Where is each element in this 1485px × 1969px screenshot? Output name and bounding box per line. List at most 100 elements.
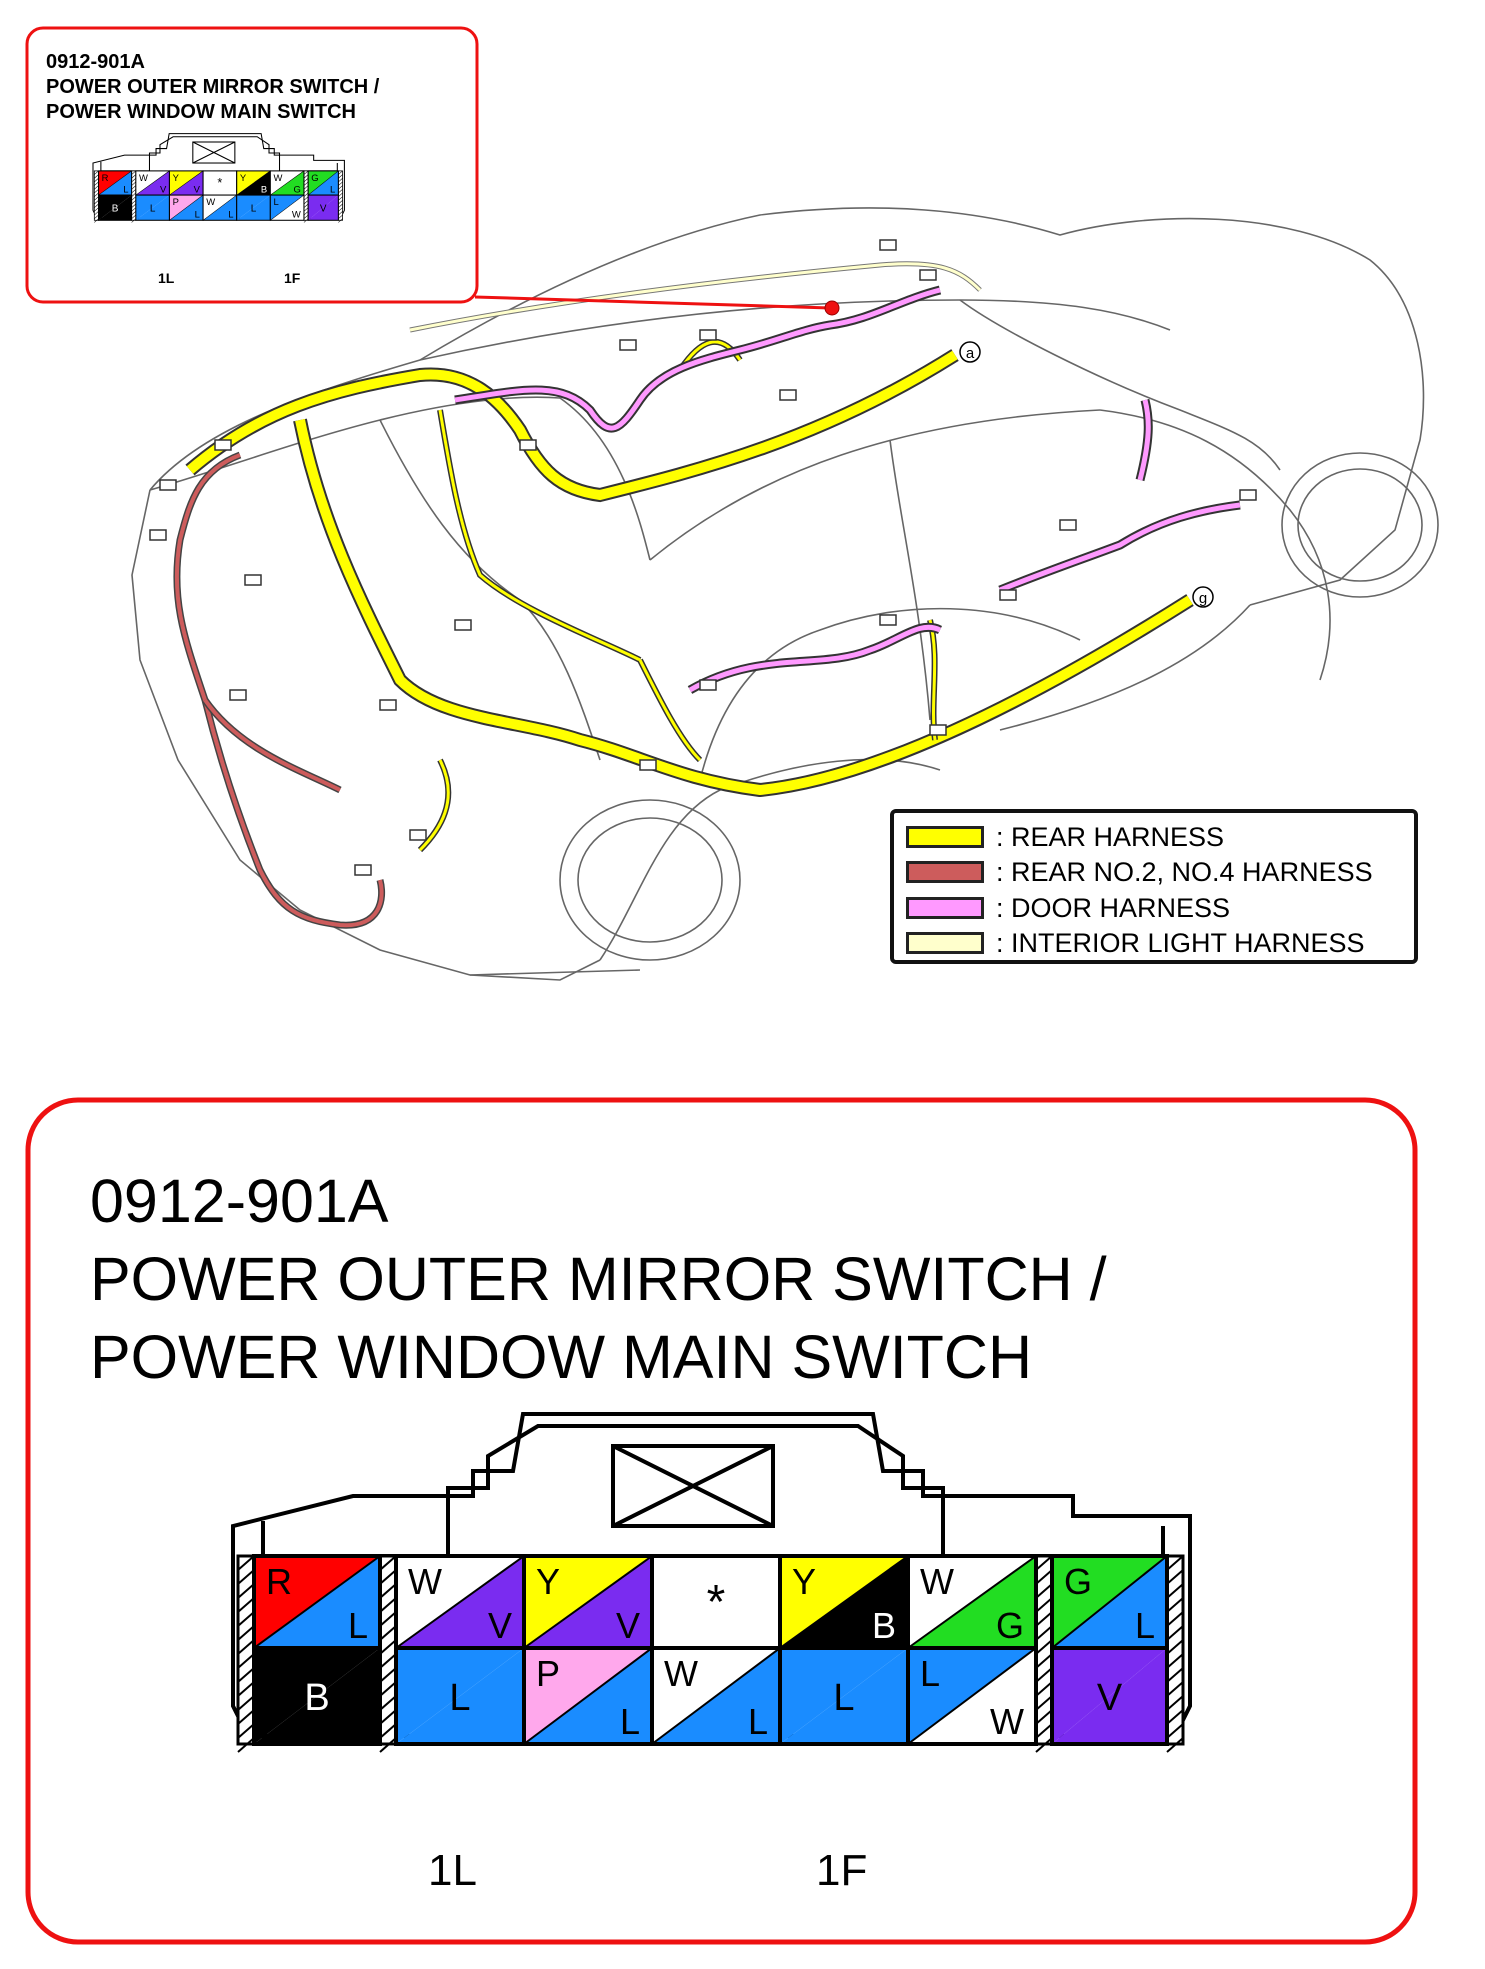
legend-item-rear2: : REAR NO.2, NO.4 HARNESS	[906, 857, 1373, 887]
inset-title-line2: POWER WINDOW MAIN SWITCH	[46, 101, 356, 123]
detail-pin-cell: WG	[906, 1554, 1038, 1650]
detail-pin-label-bottom: L	[348, 1605, 368, 1646]
detail-pin-label-bottom: V	[488, 1605, 512, 1646]
inset-pin-label-top: P	[173, 197, 179, 208]
legend-swatch-rear	[906, 826, 984, 848]
legend-swatch-rear2	[906, 861, 984, 883]
detail-title-line1: POWER OUTER MIRROR SWITCH /	[90, 1245, 1107, 1313]
detail-label-1l: 1L	[428, 1846, 477, 1895]
inset-pin-cell: WL	[202, 194, 238, 221]
detail-pin-label-top: L	[920, 1653, 940, 1694]
legend-label-rear: : REAR HARNESS	[996, 822, 1225, 852]
detail-pin-label: L	[833, 1677, 854, 1719]
rear-wheel	[559, 799, 741, 961]
inset-label-1l: 1L	[158, 270, 175, 286]
inset-pin-label-bottom: L	[228, 210, 233, 221]
detail-pin-cell: V	[1050, 1646, 1169, 1746]
detail-pin-cell: L	[778, 1646, 910, 1746]
detail-pin-label-top: R	[266, 1561, 292, 1602]
legend: : REAR HARNESS : REAR NO.2, NO.4 HARNESS…	[890, 809, 1418, 964]
legend-label-door: : DOOR HARNESS	[996, 893, 1231, 923]
inset-pin-cell: L	[135, 194, 170, 221]
rear-harness	[185, 338, 1194, 853]
inset-pin-cell: WG	[269, 170, 305, 196]
front-wheel	[1281, 452, 1439, 598]
switch-location-marker	[824, 300, 840, 316]
detail-label-1f: 1F	[816, 1846, 868, 1895]
inset-pin-cell: LW	[269, 194, 305, 221]
detail-pin-label: *	[707, 1576, 726, 1629]
inset-pin-label-top: R	[102, 173, 109, 184]
rear-no2-harness	[173, 451, 386, 929]
inset-pin-label-bottom: G	[293, 184, 300, 195]
legend-label-interior: : INTERIOR LIGHT HARNESS	[996, 928, 1365, 958]
inset-pin-cell: YB	[236, 170, 271, 196]
legend-swatch-door	[906, 897, 984, 919]
detail-pin-cell: WV	[394, 1554, 526, 1650]
detail-pin-cell: YB	[778, 1554, 910, 1650]
inset-pin-label-top: G	[311, 173, 318, 184]
detail-pin-label: V	[1097, 1677, 1123, 1719]
detail-pin-label-top: Y	[792, 1561, 816, 1602]
detail-pin-label-top: W	[920, 1561, 954, 1602]
detail-pin-label-bottom: L	[748, 1701, 768, 1742]
detail-pin-label-top: W	[408, 1561, 442, 1602]
inset-pin-cell: GL	[307, 170, 339, 196]
inset-pin-label-top: W	[273, 173, 282, 184]
inset-pin-label-bottom: L	[123, 184, 128, 195]
inset-pin-cell: B	[97, 194, 133, 221]
inset-pin-cell: L	[236, 194, 271, 221]
detail-pin-label-bottom: W	[990, 1701, 1024, 1742]
inset-pin-label: L	[150, 203, 156, 214]
detail-pin-label: B	[304, 1677, 329, 1719]
detail-pin-cell: L	[394, 1646, 526, 1746]
inset-pin-cell: V	[307, 194, 339, 221]
inset-pin-cell: YV	[168, 170, 204, 196]
inset-pin-cell: WV	[135, 170, 170, 196]
legend-swatch-interior	[906, 932, 984, 954]
inset-pin-label-bottom: L	[330, 184, 335, 195]
detail-pin-label-top: Y	[536, 1561, 560, 1602]
detail-box	[25, 1097, 1418, 1945]
detail-pin-cell: YV	[522, 1554, 654, 1650]
car-outline	[131, 207, 1425, 981]
inset-pin-label-top: Y	[173, 173, 180, 184]
svg-text:a: a	[966, 345, 975, 362]
inset-pin-cell: *	[202, 170, 238, 196]
legend-item-interior: : INTERIOR LIGHT HARNESS	[906, 928, 1365, 958]
inset-pin-label-bottom: L	[195, 210, 200, 221]
inset-label-1f: 1F	[284, 270, 301, 286]
detail-pin-label-top: W	[664, 1653, 698, 1694]
inset-pin-label: V	[320, 203, 327, 214]
detail-pin-cell: RL	[252, 1554, 382, 1650]
connector-blocks	[149, 239, 1257, 876]
callout-g: g	[1192, 586, 1214, 608]
detail-pin-label-bottom: B	[872, 1605, 896, 1646]
inset-pin-label: L	[251, 203, 257, 214]
detail-pin-label-top: P	[536, 1653, 560, 1694]
detail-pin-cell: LW	[906, 1646, 1038, 1746]
callout-leader	[474, 295, 831, 310]
callout-a: a	[959, 341, 981, 363]
inset-pin-label-top: W	[139, 173, 148, 184]
detail-pin-label-bottom: V	[616, 1605, 640, 1646]
inset-pin-label-bottom: W	[292, 210, 301, 221]
inset-pin-label-top: Y	[240, 173, 247, 184]
detail-pin-cell: PL	[522, 1646, 654, 1746]
detail-pin-cell: GL	[1050, 1554, 1169, 1650]
door-harness	[454, 285, 1241, 694]
detail-pin-cell: *	[650, 1554, 782, 1650]
detail-pin-cell: WL	[650, 1646, 782, 1746]
detail-pin-label-bottom: G	[996, 1605, 1024, 1646]
inset-pin-label: B	[112, 203, 119, 214]
inset-code: 0912-901A	[46, 51, 145, 73]
detail-code: 0912-901A	[90, 1167, 389, 1235]
inset-pin-label-bottom: B	[261, 184, 267, 195]
inset-pin-label-top: L	[273, 197, 278, 208]
inset-pin-label-bottom: V	[194, 184, 201, 195]
legend-item-door: : DOOR HARNESS	[906, 893, 1230, 923]
detail-pin-label-bottom: L	[620, 1701, 640, 1742]
